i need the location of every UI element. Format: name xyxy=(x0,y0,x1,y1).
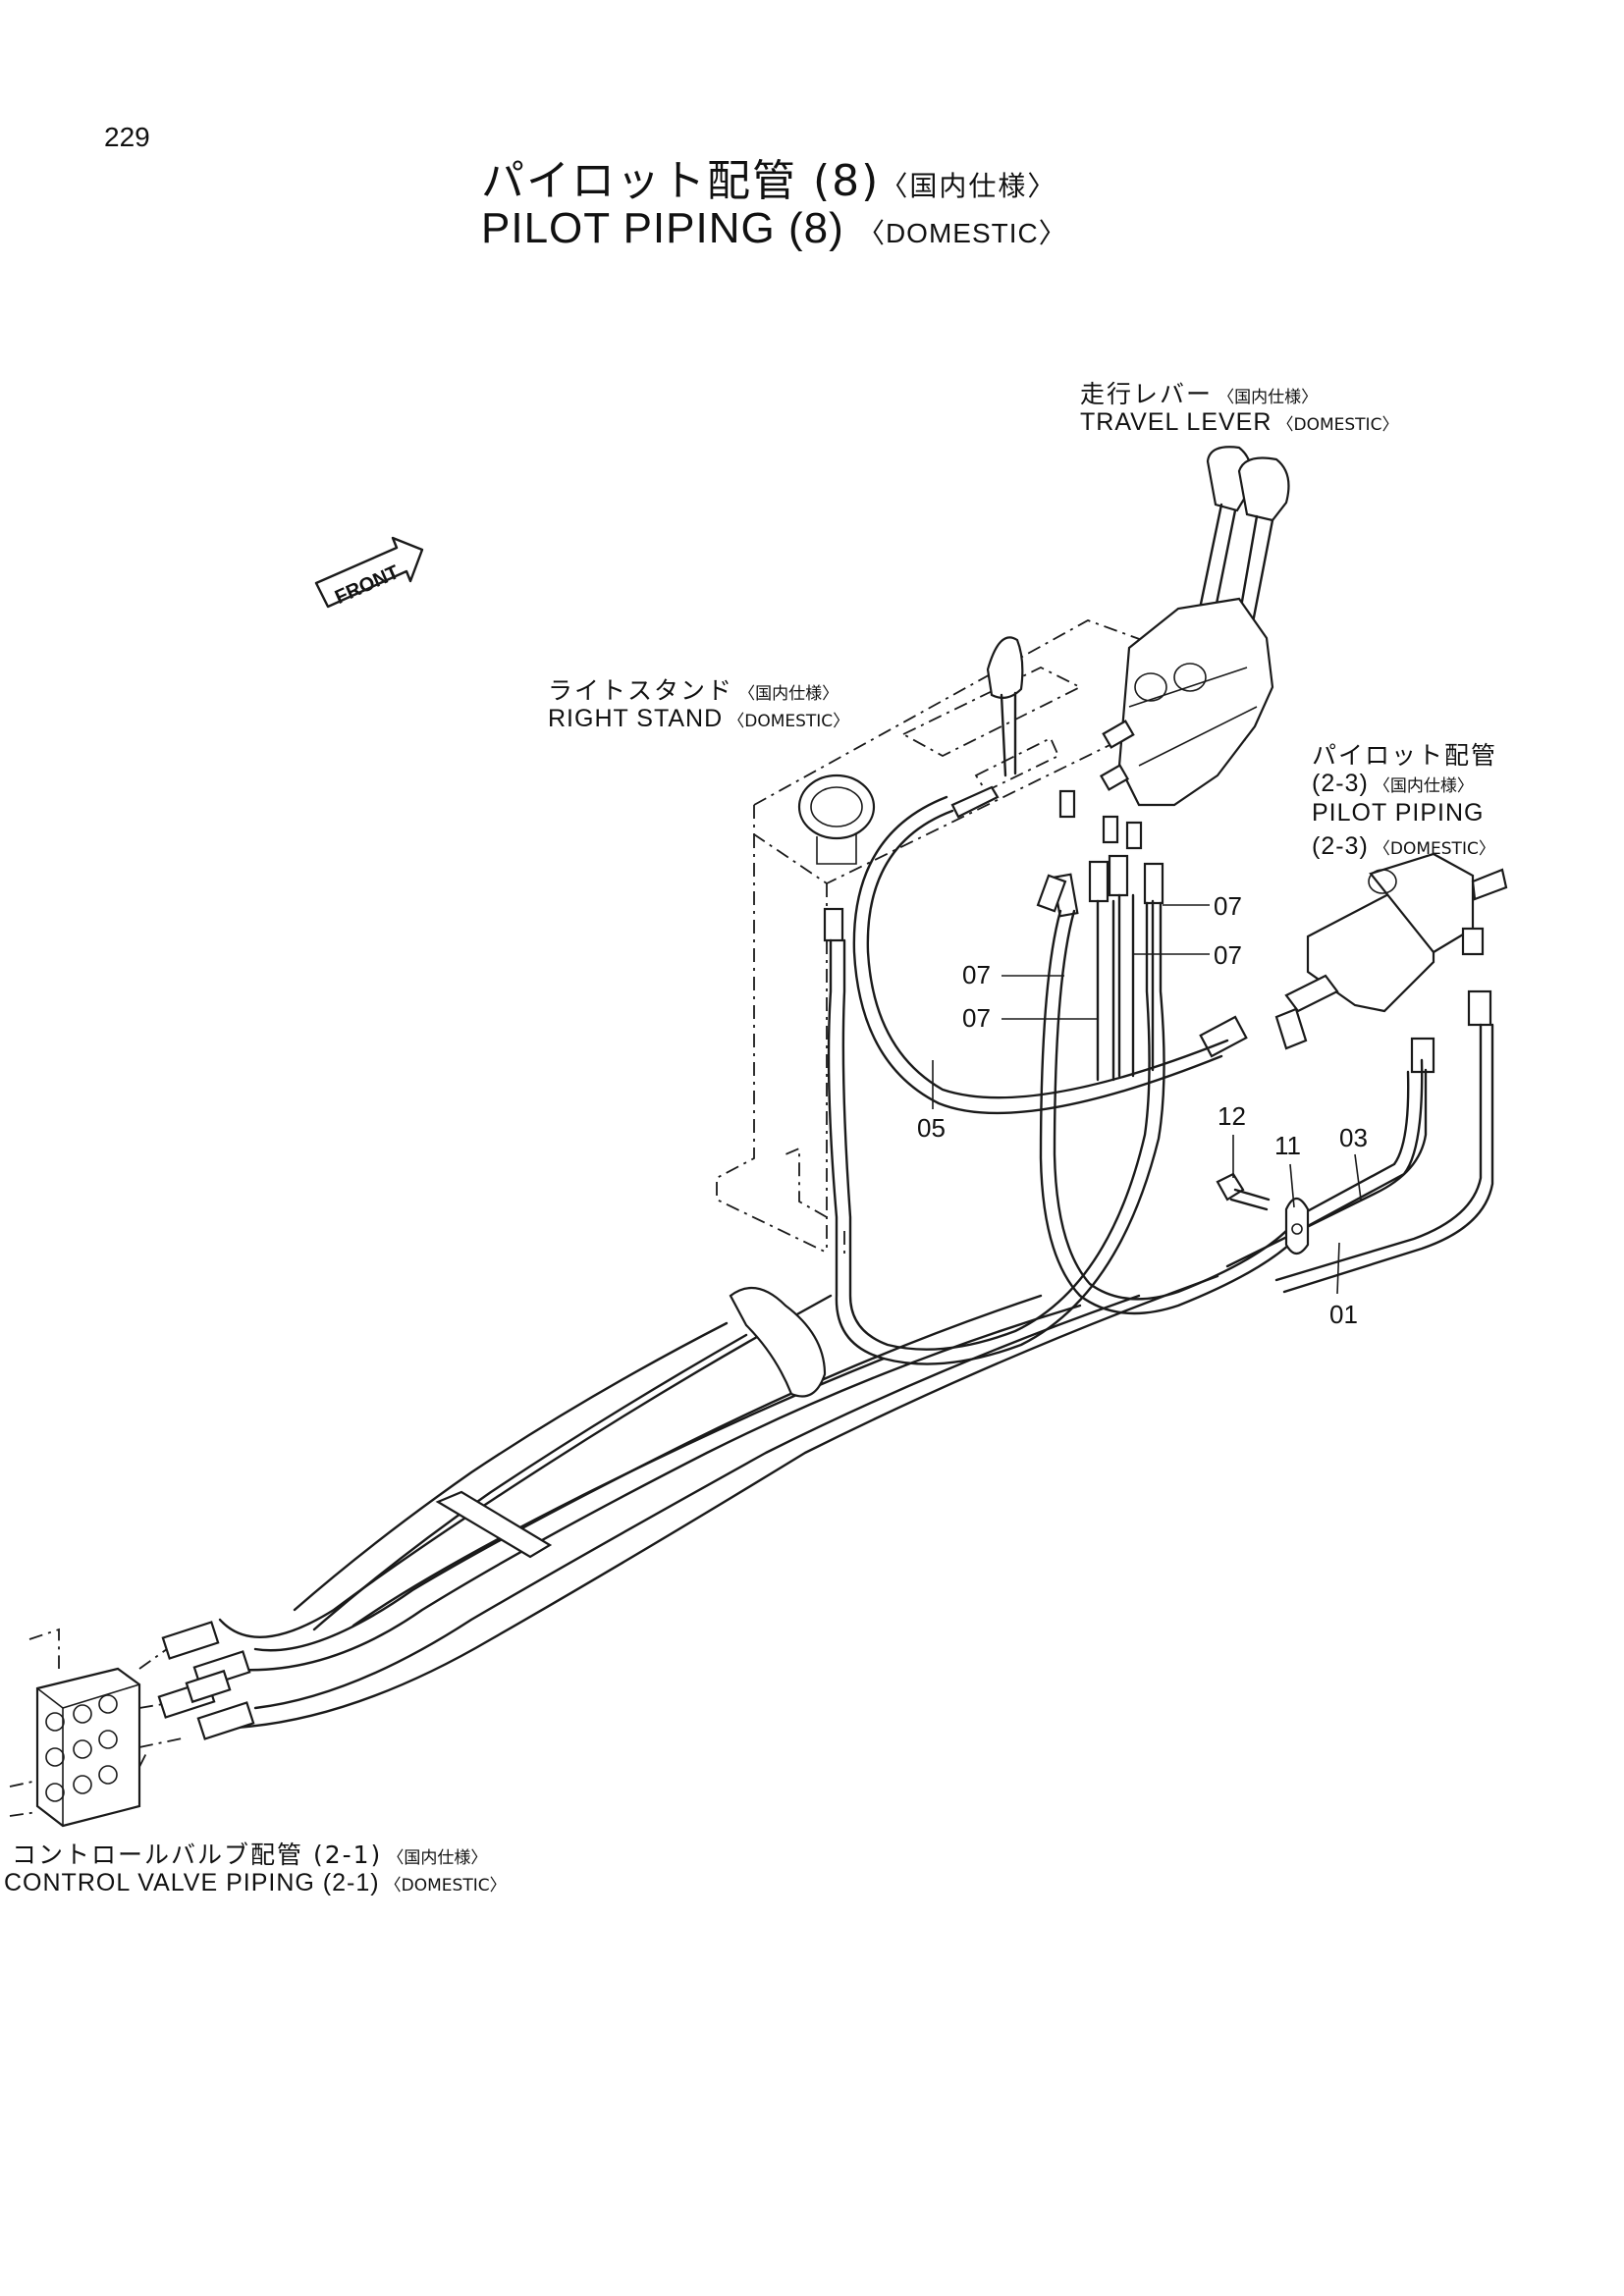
control-valve-en-spec: 〈DOMESTIC〉 xyxy=(384,1876,507,1896)
pilot-piping-ref-en-line: (2-3) 〈DOMESTIC〉 xyxy=(1312,832,1495,861)
travel-lever-label-en: TRAVEL LEVER 〈DOMESTIC〉 xyxy=(1080,408,1398,437)
pilot-piping-ref-jp: (2-3) xyxy=(1312,770,1369,797)
part-number-05: 05 xyxy=(917,1113,946,1143)
front-arrow-icon xyxy=(314,536,424,609)
right-stand-label-jp: ライトスタンド 〈国内仕様〉 xyxy=(548,671,839,707)
hose-fittings-top xyxy=(823,720,1248,1058)
part-number-01: 01 xyxy=(1329,1300,1358,1329)
part-number-11: 11 xyxy=(1274,1131,1301,1160)
pilot-piping-ref-en: (2-3) xyxy=(1312,832,1369,860)
travel-lever-en: TRAVEL LEVER xyxy=(1080,408,1272,436)
pilot-piping-en: PILOT PIPING xyxy=(1312,799,1485,827)
page-number: 229 xyxy=(104,122,150,152)
control-valve-jp-spec: 〈国内仕様〉 xyxy=(387,1848,488,1868)
pilot-piping-ref-jp-line: (2-3) 〈国内仕様〉 xyxy=(1312,770,1474,798)
right-stand-en: RIGHT STAND xyxy=(548,705,724,732)
right-stand-label-en: RIGHT STAND 〈DOMESTIC〉 xyxy=(548,705,849,733)
hose-bundle xyxy=(218,795,1494,1730)
right-stand-jp: ライトスタンド xyxy=(548,676,734,705)
part-number-12: 12 xyxy=(1218,1101,1246,1131)
travel-lever-jp: 走行レバー xyxy=(1080,380,1214,408)
control-valve-en: CONTROL VALVE PIPING (2-1) xyxy=(4,1869,380,1896)
bundle-clamp xyxy=(435,1286,827,1559)
stand-lever xyxy=(986,636,1024,777)
title-en-spec: 〈DOMESTIC〉 xyxy=(856,218,1067,248)
pilot-piping-en-spec: 〈DOMESTIC〉 xyxy=(1373,839,1495,859)
page-title-jp: パイロット配管 (8)〈国内仕様〉 xyxy=(481,145,1056,208)
control-valve-label-jp: コントロールバルブ配管 (2-1) 〈国内仕様〉 xyxy=(12,1836,487,1871)
leader-lines xyxy=(932,904,1362,1295)
right-stand-jp-spec: 〈国内仕様〉 xyxy=(738,684,839,704)
travel-lever-label-jp: 走行レバー 〈国内仕様〉 xyxy=(1080,375,1318,410)
clamp-11 xyxy=(1284,1197,1310,1255)
bolt-12 xyxy=(1216,1172,1271,1211)
title-jp-spec: 〈国内仕様〉 xyxy=(880,170,1057,202)
control-valve-jp: コントロールバルブ配管 (2-1) xyxy=(12,1841,383,1869)
right-stand-en-spec: 〈DOMESTIC〉 xyxy=(728,712,850,731)
control-valve-block xyxy=(9,1628,141,1828)
pilot-piping-jp: パイロット配管 xyxy=(1312,741,1498,770)
part-number-07-left-upper: 07 xyxy=(962,960,991,989)
pilot-piping-jp-spec: 〈国内仕様〉 xyxy=(1373,776,1474,796)
page-title-en: PILOT PIPING (8) 〈DOMESTIC〉 xyxy=(481,204,1067,253)
part-number-07-left-lower: 07 xyxy=(962,1003,991,1033)
title-en-text: PILOT PIPING (8) xyxy=(481,204,844,252)
hose-fittings-bottom xyxy=(138,1621,255,1768)
part-number-07-right-lower: 07 xyxy=(1214,940,1242,970)
travel-lever-jp-spec: 〈国内仕様〉 xyxy=(1218,388,1319,407)
travel-lever xyxy=(1117,446,1290,807)
part-number-03: 03 xyxy=(1339,1123,1368,1152)
part-number-07-right-upper: 07 xyxy=(1214,891,1242,921)
travel-lever-en-spec: 〈DOMESTIC〉 xyxy=(1276,415,1399,435)
pilot-valve-block xyxy=(1274,852,1508,1074)
title-jp-text: パイロット配管 (8) xyxy=(481,156,881,206)
control-valve-label-en: CONTROL VALVE PIPING (2-1) 〈DOMESTIC〉 xyxy=(4,1869,507,1897)
gauge-icon xyxy=(797,774,876,865)
